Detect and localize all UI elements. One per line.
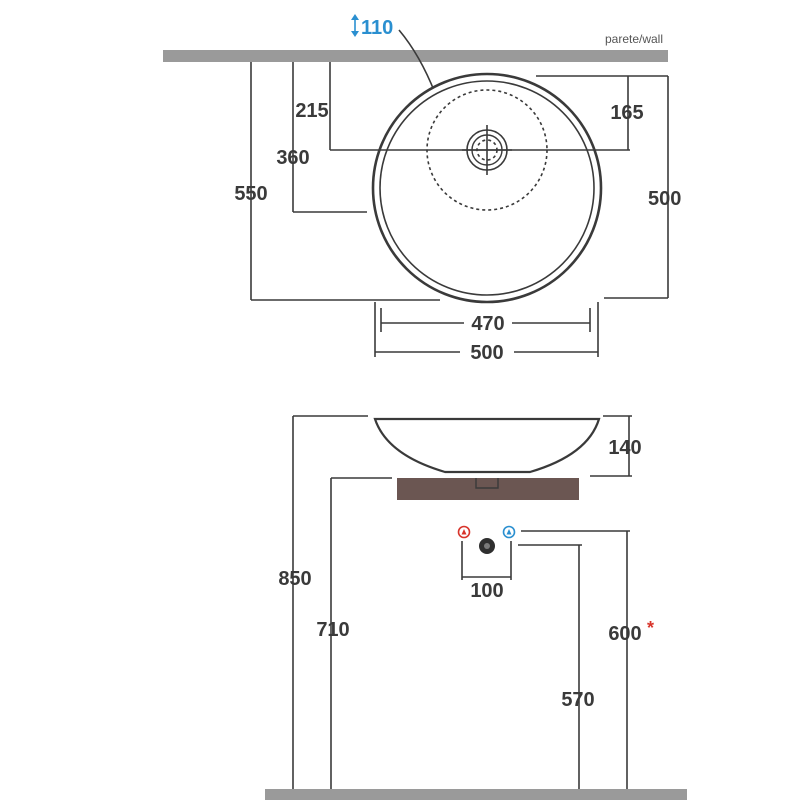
dim-500-bottom: 500 [470,342,503,364]
arrow-down-icon [351,31,359,37]
dim-470: 470 [471,313,504,335]
dim-165: 165 [610,102,643,124]
side-view: 140 850 710 100 600 * [265,415,687,800]
dim-500-right: 500 [648,188,681,210]
dim-710: 710 [316,619,349,641]
dim-100: 100 [470,580,503,602]
dim-600-asterisk: * [647,618,654,638]
hot-water-connection [457,525,471,539]
basin-outer-rim [371,72,603,304]
arrow-up-icon [351,14,359,20]
dim-570: 570 [561,689,594,711]
drain-height-indicator: 110 [351,14,436,94]
cold-water-connection [502,525,516,539]
floor-bar [265,789,687,800]
drain-fitting [475,478,499,489]
basin-inner-rim [379,80,595,296]
dim-550: 550 [234,183,267,205]
leader-line [398,29,436,94]
dim-360: 360 [276,147,309,169]
top-view: parete/wall 110 215 360 [163,14,681,364]
dim-600: 600 [608,623,641,645]
basin-profile [373,417,601,474]
countertop [397,478,579,500]
dim-215: 215 [295,100,328,122]
wall-label: parete/wall [605,32,663,46]
drain-height-label: 110 [361,17,393,39]
dim-850: 850 [278,568,311,590]
wall-bar [163,50,668,62]
waste-pipe-icon [479,538,495,554]
dim-140: 140 [608,437,641,459]
